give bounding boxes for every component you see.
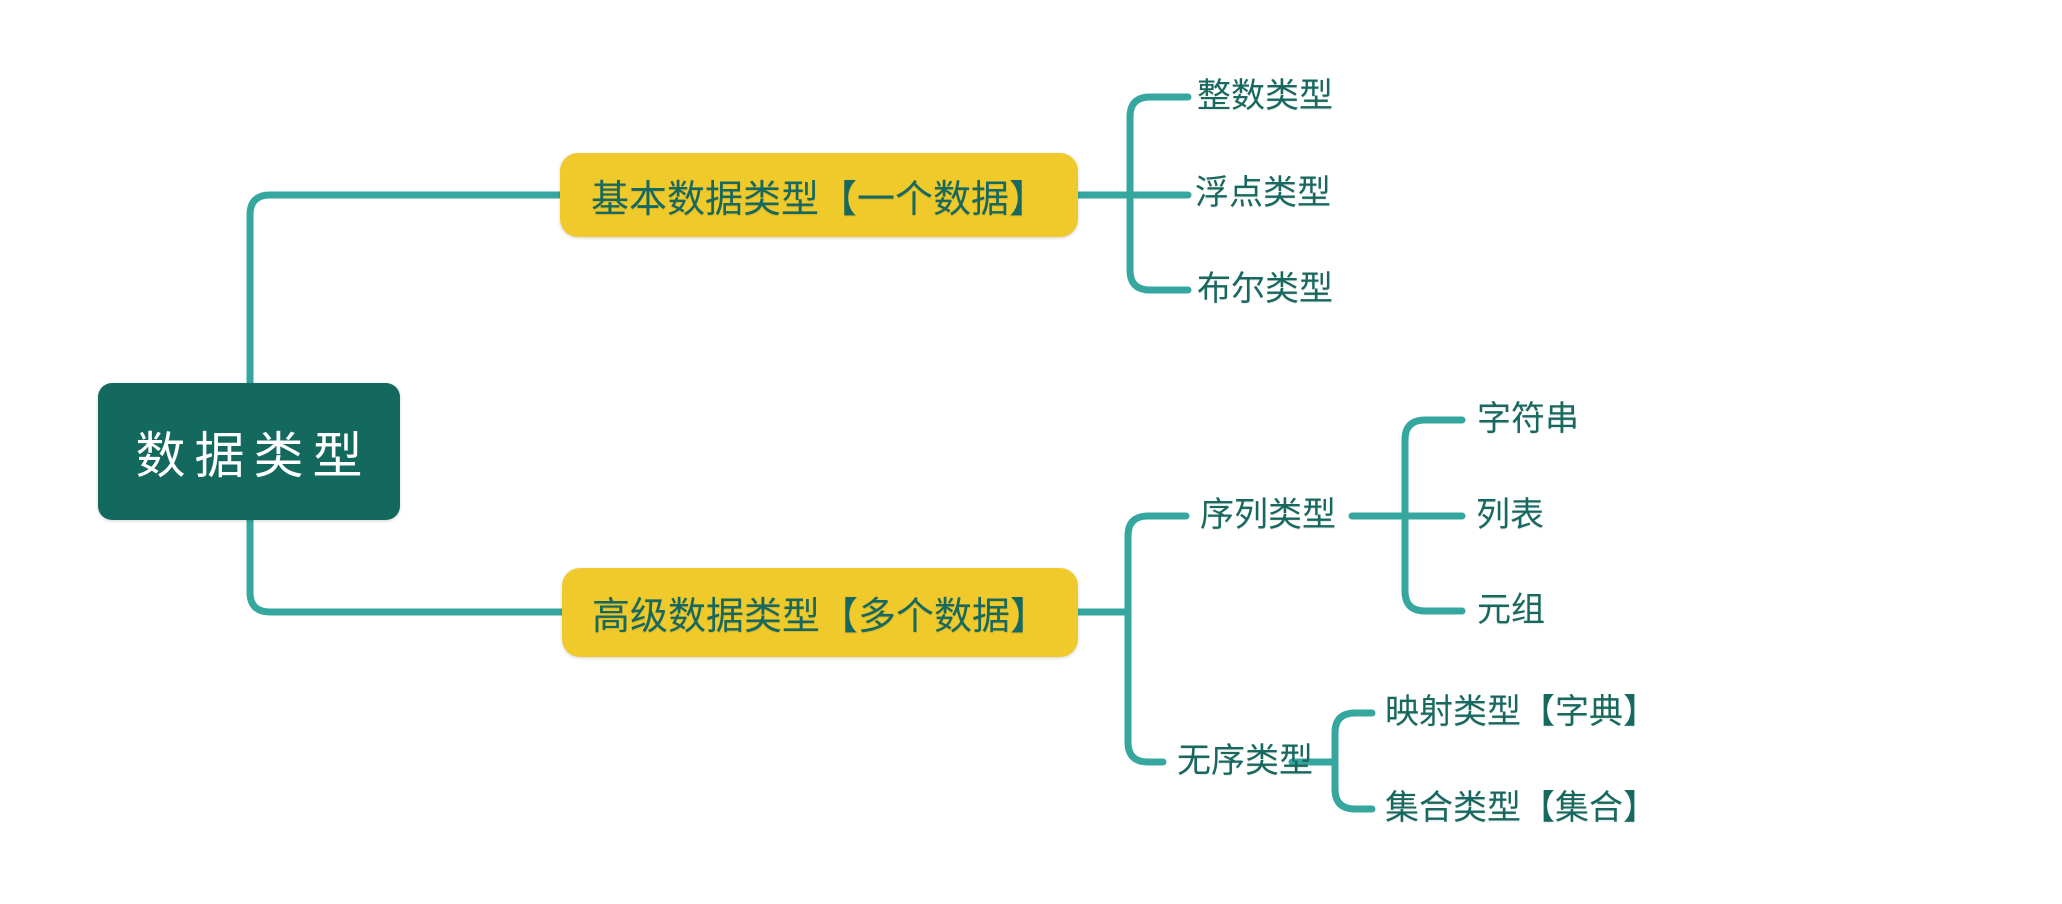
subtopic-float-type[interactable]: 浮点类型 [1195, 173, 1331, 212]
topic-basic-data-types[interactable]: 基本数据类型【一个数据】 [560, 153, 1078, 237]
topic-advanced-data-types[interactable]: 高级数据类型【多个数据】 [562, 568, 1078, 657]
subtopic-unordered-types[interactable]: 无序类型 [1177, 741, 1313, 780]
subtopic-tuple[interactable]: 元组 [1477, 590, 1545, 629]
topic-root[interactable]: 数据类型 [98, 383, 400, 520]
subtopic-sequence-types[interactable]: 序列类型 [1200, 495, 1336, 534]
subtopic-integer-type[interactable]: 整数类型 [1197, 76, 1333, 115]
subtopic-boolean-type[interactable]: 布尔类型 [1197, 269, 1333, 308]
subtopic-list[interactable]: 列表 [1476, 495, 1544, 534]
connector-unordered-bracket [1331, 709, 1376, 813]
connector-sequence-bracket [1401, 416, 1466, 615]
subtopic-set-type[interactable]: 集合类型【集合】 [1385, 788, 1657, 827]
subtopic-string[interactable]: 字符串 [1477, 399, 1579, 438]
connector-advanced-bracket [1124, 512, 1190, 766]
subtopic-mapping-type-dict[interactable]: 映射类型【字典】 [1385, 692, 1657, 731]
connector-basic-bracket [1126, 93, 1192, 294]
